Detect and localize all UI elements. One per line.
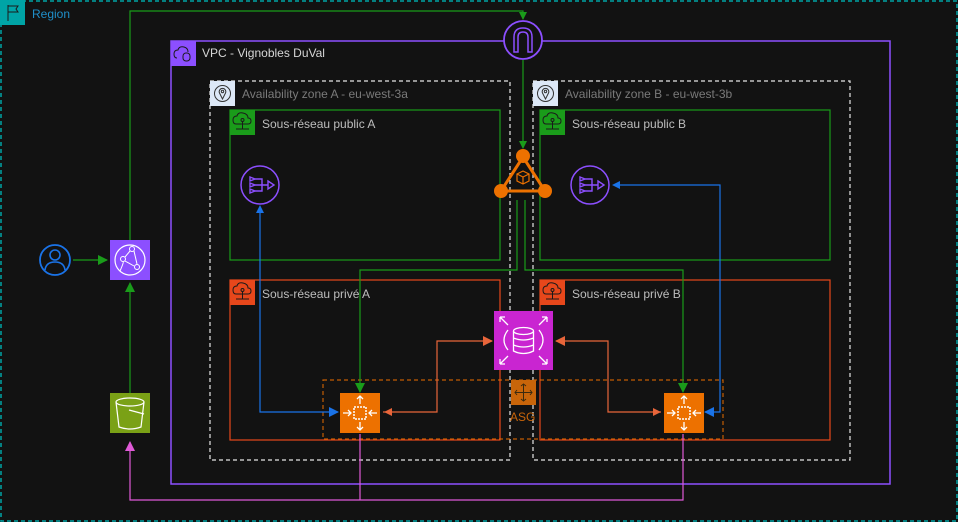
private-subnet-b-label: Sous-réseau privé B [572,287,681,301]
edge-ec2-b-s3 [125,434,684,501]
s3-bucket-icon[interactable] [110,393,150,433]
vpc-label: VPC - Vignobles DuVal [202,46,325,60]
public-subnet-a-label: Sous-réseau public A [262,117,376,131]
nat-gateway-icon[interactable] [240,165,280,205]
location-pin-icon [537,85,554,102]
subnet-cloud-icon [542,112,562,130]
flag-icon [7,5,19,21]
edge-cloudfront-igw [129,10,527,240]
location-pin-icon [214,85,231,102]
asg-label: ASG [510,410,536,424]
region-label: Region [32,7,71,21]
ec2-instance-icon[interactable] [664,393,704,433]
load-balancer-icon[interactable] [494,149,552,198]
user-icon[interactable] [39,244,71,276]
edge-nat-b-ec2-b [620,184,721,417]
edge-nat-a-ec2-a [259,212,339,417]
az-b-icon-bg [533,81,558,106]
cloudfront-icon[interactable] [110,240,150,280]
subnet-cloud-icon [232,112,252,130]
arrowhead-up-blue [256,205,264,213]
rds-database-icon[interactable] [494,311,553,370]
arrowhead-left-blue [612,181,620,189]
arrowhead-left-orange [384,408,392,416]
subnet-cloud-icon [542,282,562,300]
auto-scaling-icon [511,380,536,405]
vpc-cloud-icon [173,46,191,62]
edge-alb-ec2-b [524,200,688,393]
internet-gateway-icon[interactable] [503,20,543,60]
private-subnet-a-label: Sous-réseau privé A [262,287,371,301]
arrowhead-right-orange [653,408,661,416]
edge-ec2-b-rds [555,336,661,413]
subnet-cloud-icon [232,282,252,300]
public-subnet-b-label: Sous-réseau public B [572,117,687,131]
az-a-icon-bg [210,81,235,106]
ec2-instance-icon[interactable] [340,393,380,433]
availability-zone-b [532,80,851,461]
az-b-label: Availability zone B - eu-west-3b [565,87,733,101]
edge-alb-ec2-a [355,200,518,393]
edge-ec2-a-rds [383,336,493,413]
az-a-label: Availability zone A - eu-west-3a [242,87,408,101]
nat-gateway-icon[interactable] [570,165,610,205]
